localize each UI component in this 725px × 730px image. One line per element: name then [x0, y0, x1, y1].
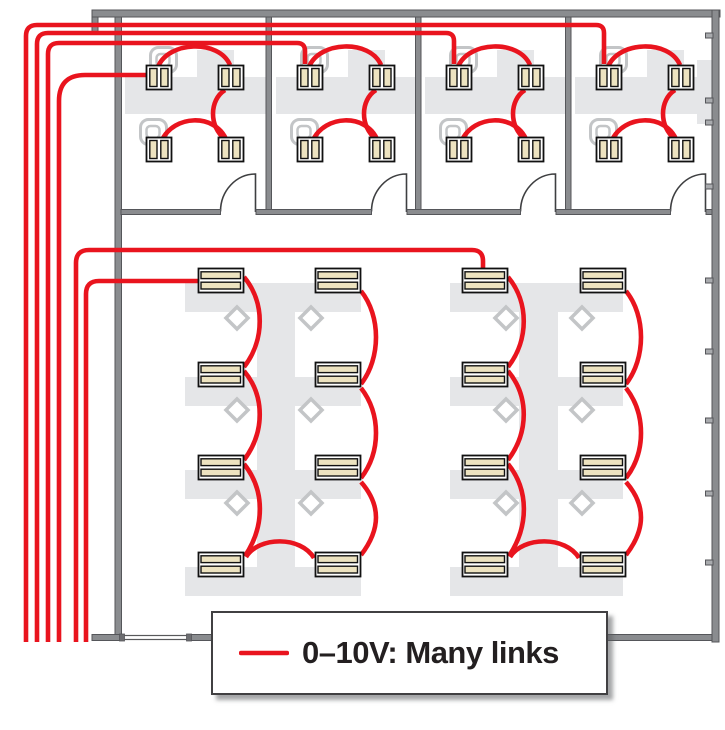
room-divider-wall: [565, 16, 572, 211]
light-fixture-icon: [579, 267, 627, 294]
light-fixture-icon: [579, 551, 627, 578]
light-fixture-icon: [314, 454, 362, 481]
top-wall: [91, 9, 721, 18]
light-fixture-icon: [197, 267, 245, 294]
desk: [697, 60, 712, 124]
legend-line-sample: [239, 650, 289, 656]
bottom-door: [122, 634, 189, 641]
light-fixture-icon: [461, 551, 509, 578]
light-fixture-icon: [461, 454, 509, 481]
open-area-cluster-b-furniture: [450, 283, 623, 596]
light-fixture-icon: [579, 454, 627, 481]
room-divider-wall: [415, 16, 422, 211]
wire-bundle: [23, 22, 607, 642]
legend-label: 0–10V: Many links: [302, 635, 559, 670]
light-fixture-icon: [314, 551, 362, 578]
open-area-cluster-a-furniture: [185, 283, 361, 596]
light-fixture-icon: [461, 267, 509, 294]
light-fixture-icon: [579, 361, 627, 388]
cluster-a-wiring: [242, 275, 379, 560]
light-fixture-icon: [461, 361, 509, 388]
cluster-b-wiring: [506, 275, 644, 560]
right-exterior-wall: [711, 9, 720, 643]
light-fixture-icon: [197, 361, 245, 388]
legend: 0–10V: Many links: [211, 611, 608, 695]
light-fixture-icon: [314, 361, 362, 388]
light-fixture-icon: [197, 454, 245, 481]
control-wiring: [23, 22, 680, 642]
left-interior-wall: [114, 16, 122, 636]
light-fixture-icon: [314, 267, 362, 294]
bottom-wall: [91, 634, 122, 641]
window-mullions: [705, 32, 714, 566]
room-divider-wall: [265, 16, 272, 211]
light-fixture-icon: [197, 551, 245, 578]
